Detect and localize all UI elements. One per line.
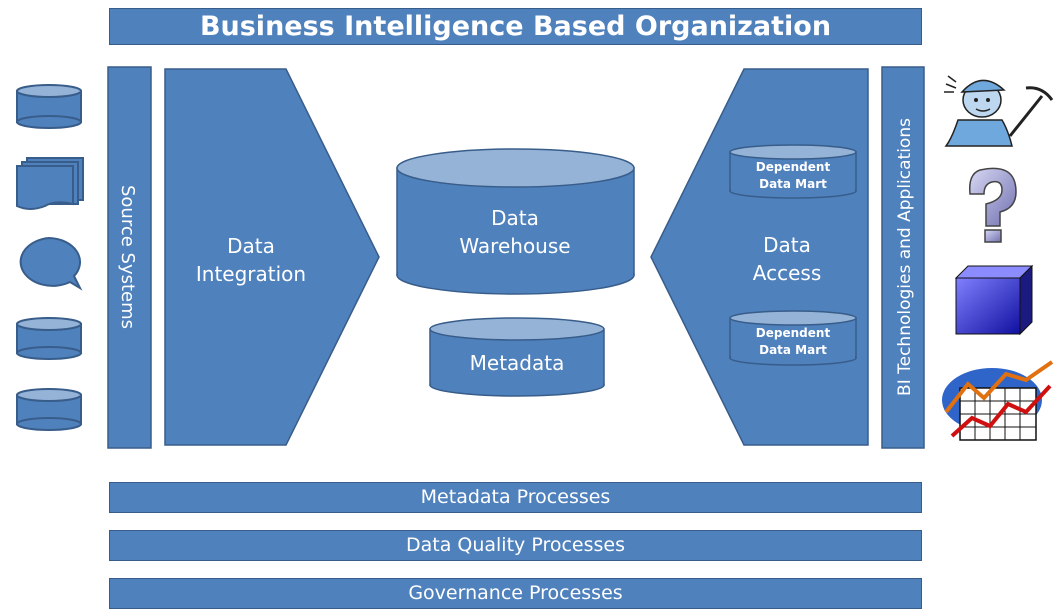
data-access-label-line2: Access [753, 261, 821, 285]
data-warehouse-label-line2: Warehouse [459, 234, 570, 258]
dependent-data-mart-1-line2: Data Mart [759, 177, 827, 191]
metadata-processes-bar: Metadata Processes [109, 482, 922, 513]
bi-technologies-label: BI Technologies and Applications [895, 118, 915, 396]
source-database-icon-3 [16, 388, 82, 431]
dependent-data-mart-cylinder-1 [729, 144, 857, 199]
dependent-data-mart-2-line2: Data Mart [759, 343, 827, 357]
source-database-icon-2 [16, 317, 82, 360]
data-integration-label-line2: Integration [196, 262, 306, 286]
data-quality-processes-bar: Data Quality Processes [109, 530, 922, 561]
source-systems-bar [107, 66, 152, 449]
dependent-data-mart-cylinder-2 [729, 310, 857, 366]
source-speech-bubble-icon [19, 236, 83, 291]
data-warehouse-label-line1: Data [491, 206, 539, 230]
source-systems-label: Source Systems [117, 185, 138, 329]
source-database-icon-1 [16, 84, 82, 129]
data-warehouse-cylinder [396, 148, 635, 295]
dependent-data-mart-1-line1: Dependent [756, 160, 831, 174]
cube-icon [954, 264, 1034, 336]
page-title: Business Intelligence Based Organization [109, 8, 922, 45]
miner-clipart-icon [944, 75, 1054, 147]
data-access-label-line1: Data [763, 233, 811, 257]
metadata-label: Metadata [470, 351, 565, 375]
data-integration-label-line1: Data [227, 234, 275, 258]
metadata-cylinder [429, 317, 605, 397]
bi-technologies-bar [881, 66, 925, 449]
question-mark-icon [968, 167, 1017, 243]
governance-processes-bar: Governance Processes [109, 578, 922, 609]
dependent-data-mart-2-line1: Dependent [756, 326, 831, 340]
trend-chart-icon [942, 360, 1054, 441]
data-integration-shape [164, 68, 380, 446]
source-stacked-documents-icon [16, 157, 84, 210]
data-access-shape [650, 68, 869, 446]
